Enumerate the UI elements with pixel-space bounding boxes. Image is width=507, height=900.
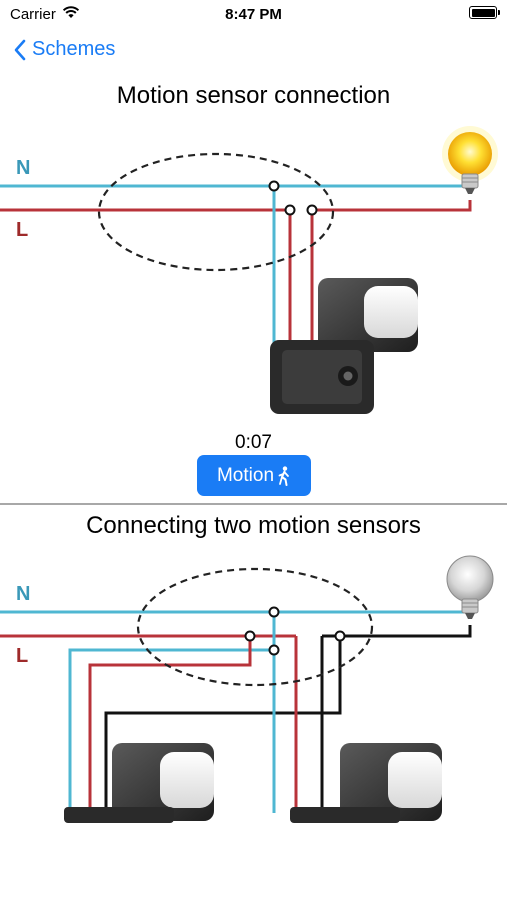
back-button[interactable]: Schemes xyxy=(14,38,115,61)
wifi-icon xyxy=(62,6,80,18)
junction-box xyxy=(97,152,335,272)
scheme2-neutral-label: N xyxy=(16,583,31,605)
bulb-off-icon xyxy=(446,555,494,619)
motion-sensor-1-icon xyxy=(64,743,214,823)
status-bar: Carrier 8:47 PM xyxy=(0,0,507,28)
motion-sensor-icon xyxy=(270,278,418,414)
motion-button-label: Motion xyxy=(216,464,275,486)
status-time: 8:47 PM xyxy=(225,6,282,23)
battery-icon xyxy=(469,6,500,19)
scheme2-title: Connecting two motion sensors xyxy=(86,512,421,539)
section-divider xyxy=(0,503,507,505)
scheme2-diagram xyxy=(0,555,494,823)
scheme1-neutral-label: N xyxy=(16,157,31,179)
bulb-on-icon xyxy=(442,126,498,194)
junction-box-2 xyxy=(136,567,374,687)
scheme1-diagram xyxy=(0,126,498,414)
motion-sensor-2-icon xyxy=(290,743,442,823)
load-wire-2 xyxy=(322,625,472,638)
motion-button[interactable]: Motion xyxy=(197,455,311,496)
scheme2-live-label: L xyxy=(16,645,29,667)
scheme1-live-label: L xyxy=(16,219,29,241)
chevron-left-icon xyxy=(14,39,26,60)
load-wire xyxy=(312,200,472,212)
carrier-label: Carrier xyxy=(10,6,56,23)
walking-person-icon xyxy=(278,465,289,486)
scheme1-title: Motion sensor connection xyxy=(116,82,391,109)
back-button-label: Schemes xyxy=(32,38,116,60)
motion-timer: 0:07 xyxy=(235,432,272,453)
